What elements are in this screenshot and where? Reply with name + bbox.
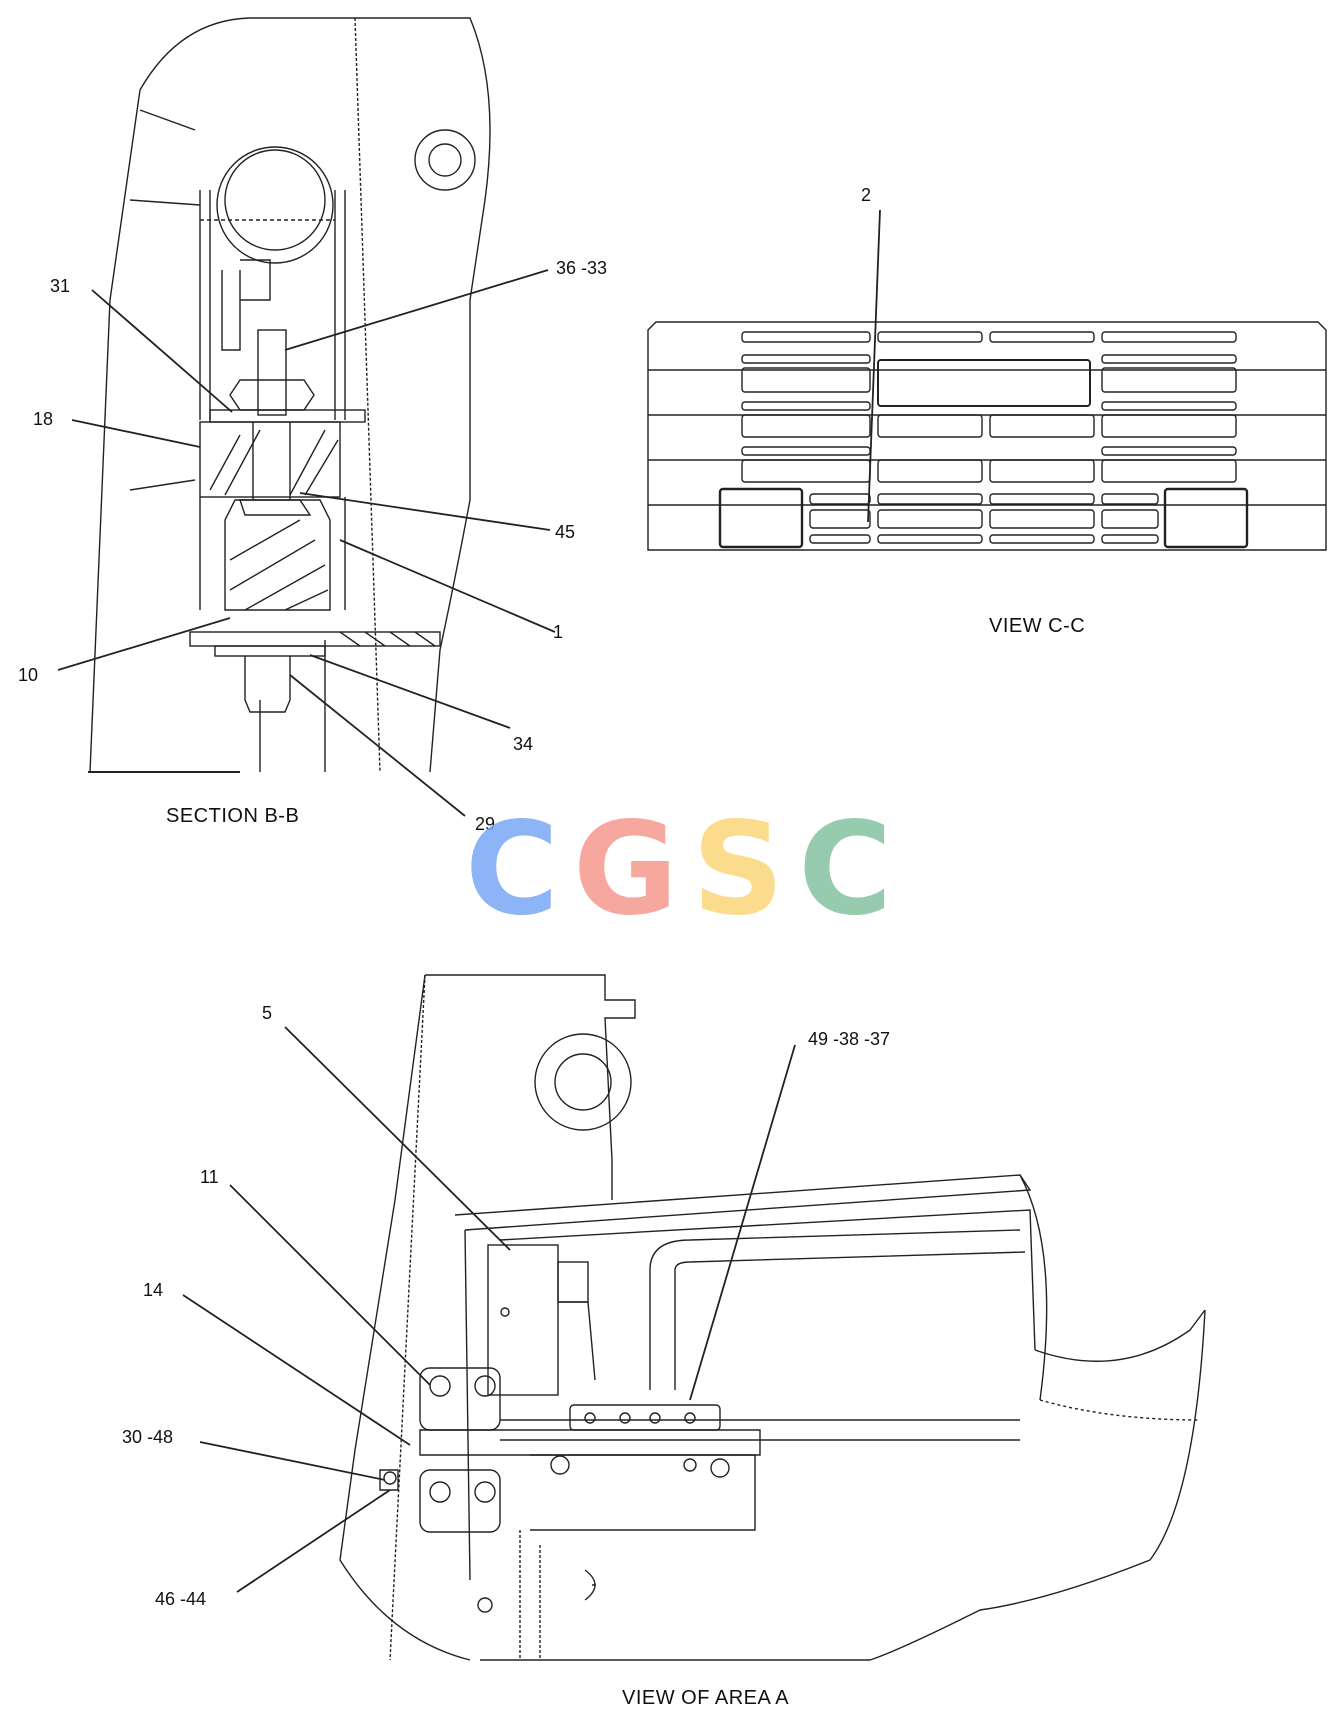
callout-34: 34 xyxy=(513,734,534,754)
watermark-letter-3: S xyxy=(692,795,799,944)
section-bb-drawing xyxy=(88,17,491,773)
cgsc-watermark: CGSC xyxy=(465,806,906,934)
watermark-letter-4: C xyxy=(798,795,907,944)
watermark-letter-2: G xyxy=(572,795,692,944)
callout-29: 29 xyxy=(475,814,496,834)
callout-14: 14 xyxy=(143,1280,164,1300)
callout-18: 18 xyxy=(33,409,54,429)
section-bb-title: SECTION B-B xyxy=(166,805,300,827)
leader-lines xyxy=(57,209,881,1593)
view-cc-title: VIEW C-C xyxy=(989,615,1086,637)
view-area-a-title: VIEW OF AREA A xyxy=(622,1687,790,1709)
callout-49-38-37: 49 -38 -37 xyxy=(808,1029,891,1049)
callout-2: 2 xyxy=(861,185,872,205)
view-area-a-drawing xyxy=(339,974,1206,1661)
watermark-letter-1: C xyxy=(465,795,573,944)
callout-10: 10 xyxy=(18,665,39,685)
callout-45: 45 xyxy=(555,522,576,542)
callout-36-33: 36 -33 xyxy=(556,258,608,278)
callout-46-44: 46 -44 xyxy=(155,1589,207,1609)
callout-31: 31 xyxy=(50,276,71,296)
callout-5: 5 xyxy=(262,1003,273,1023)
callout-11: 11 xyxy=(200,1167,219,1187)
view-cc-drawing xyxy=(647,321,1327,551)
callout-1: 1 xyxy=(553,622,564,642)
callout-30-48: 30 -48 xyxy=(122,1427,174,1447)
